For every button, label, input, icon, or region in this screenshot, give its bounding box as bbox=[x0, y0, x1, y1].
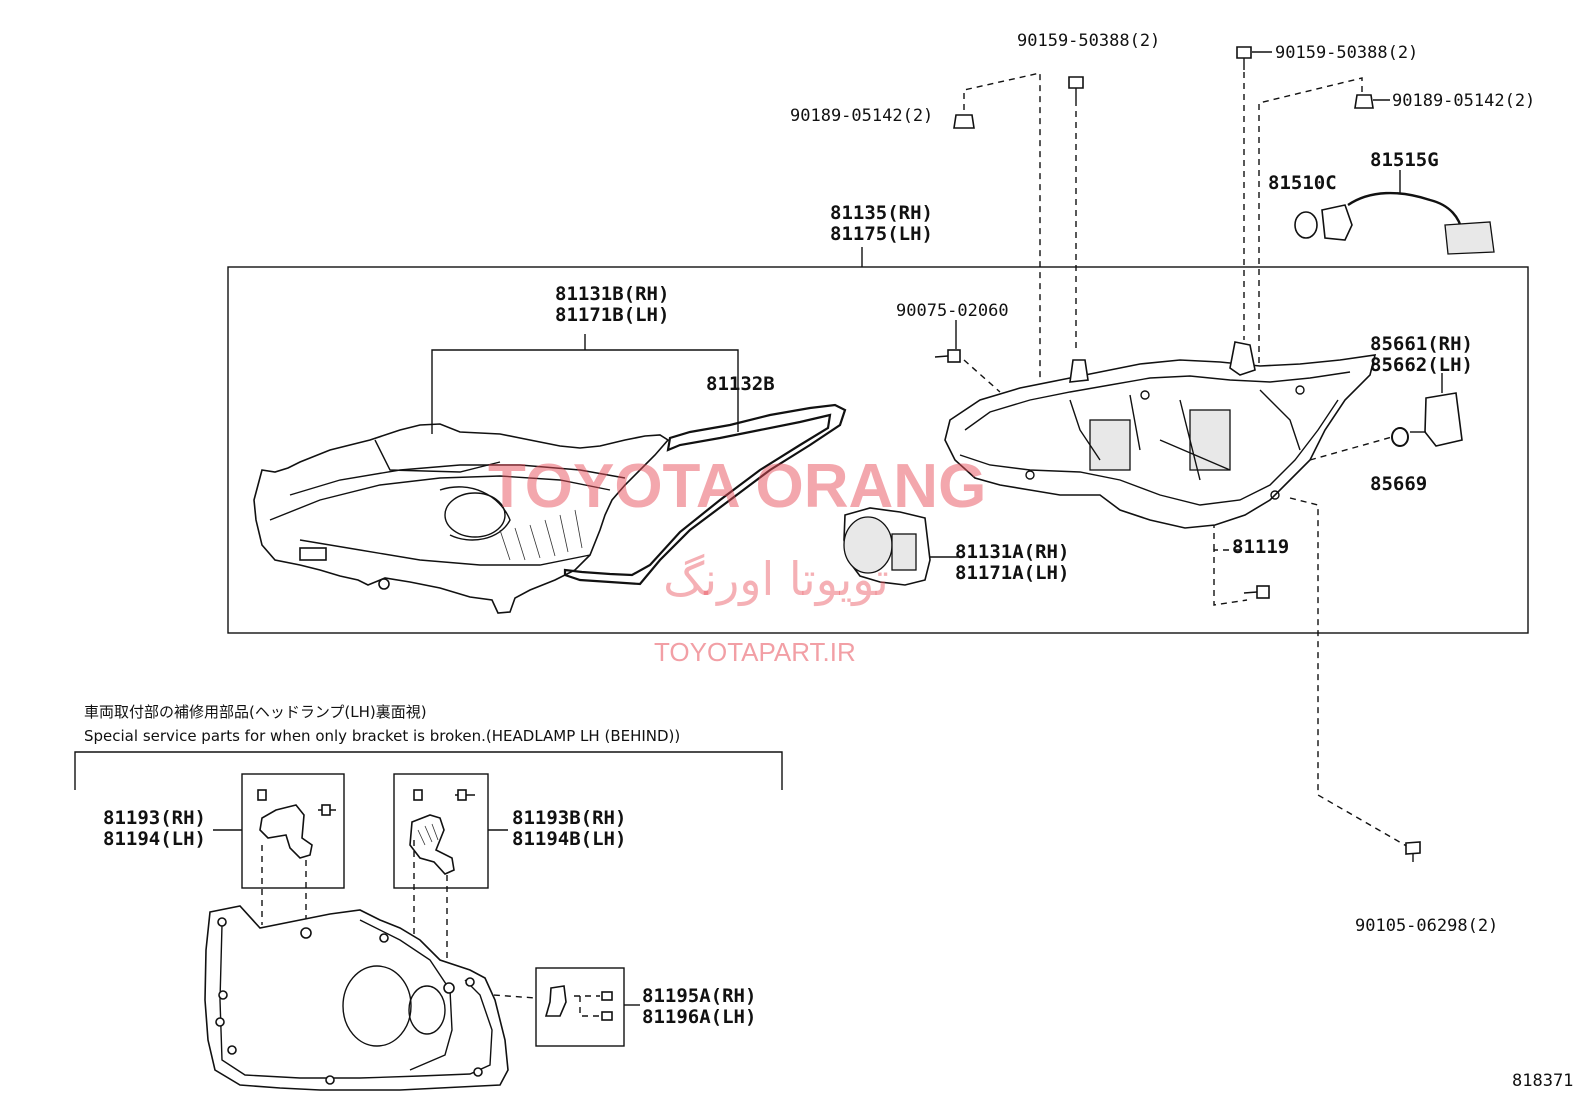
watermark-persian: تویوتا اورنگ bbox=[663, 552, 889, 607]
leader-85669 bbox=[1309, 436, 1393, 461]
label-81132b: 81132B bbox=[706, 373, 775, 395]
label-81195a-rh: 81195A(RH) bbox=[642, 985, 756, 1007]
bracket-81193b-drawing bbox=[409, 789, 475, 875]
box-81195a bbox=[535, 967, 625, 1047]
label-90075: 90075-02060 bbox=[896, 301, 1009, 321]
service-bracket-frame bbox=[74, 751, 783, 790]
label-81194b-lh: 81194B(LH) bbox=[512, 828, 626, 850]
watermark-main: TOYOTA ORANG bbox=[488, 452, 986, 521]
watermark-url: TOYOTAPART.IR bbox=[654, 637, 856, 667]
label-90159-top: 90159-50388(2) bbox=[1017, 31, 1160, 51]
bolt-90075-drawing bbox=[934, 349, 961, 363]
label-90159-right: 90159-50388(2) bbox=[1275, 43, 1418, 63]
bulb-81515g-drawing bbox=[1321, 191, 1495, 255]
box-81193 bbox=[241, 773, 345, 889]
o-ring-85669-drawing bbox=[1391, 427, 1409, 447]
box-81193b bbox=[393, 773, 489, 889]
projector-module-drawing bbox=[843, 507, 931, 586]
leader-81119 bbox=[1213, 549, 1248, 606]
diagram-id: 818371 bbox=[1512, 1071, 1573, 1091]
headlamp-lens-drawing bbox=[253, 423, 670, 614]
actuator-85661-drawing bbox=[1410, 392, 1463, 447]
screw-81119-drawing bbox=[1243, 585, 1270, 599]
label-81119: 81119 bbox=[1232, 536, 1289, 558]
assembly-frame bbox=[227, 266, 1529, 634]
label-81510c: 81510C bbox=[1268, 172, 1337, 194]
label-81175-lh: 81175(LH) bbox=[830, 223, 933, 245]
cap-81510c-drawing bbox=[1294, 211, 1318, 239]
bolt-90159-right-drawing bbox=[1236, 46, 1252, 70]
label-85669: 85669 bbox=[1370, 473, 1427, 495]
label-90189-right: 90189-05142(2) bbox=[1392, 91, 1535, 111]
bolt-90105-drawing bbox=[1405, 841, 1421, 862]
bracket-81193-drawing bbox=[257, 789, 336, 859]
label-81171a-lh: 81171A(LH) bbox=[955, 562, 1069, 584]
label-81131a-rh: 81131A(RH) bbox=[955, 541, 1069, 563]
label-90105: 90105-06298(2) bbox=[1355, 916, 1498, 936]
nut-90189-right-drawing bbox=[1354, 94, 1374, 109]
gasket-81132b-drawing bbox=[563, 403, 847, 586]
label-81193-rh: 81193(RH) bbox=[103, 807, 206, 829]
bracket-81195a-drawing bbox=[544, 985, 613, 1021]
leader-81131b bbox=[431, 349, 739, 434]
label-85662-lh: 85662(LH) bbox=[1370, 354, 1473, 376]
label-81193b-rh: 81193B(RH) bbox=[512, 807, 626, 829]
back-plate-drawing bbox=[204, 905, 509, 1091]
leader-90075-housing bbox=[963, 359, 1001, 393]
label-90189-left: 90189-05142(2) bbox=[790, 106, 933, 126]
label-85661-rh: 85661(RH) bbox=[1370, 333, 1473, 355]
label-81196a-lh: 81196A(LH) bbox=[642, 1006, 756, 1028]
label-81171b-lh: 81171B(LH) bbox=[555, 304, 669, 326]
leader-90105 bbox=[1289, 497, 1411, 849]
headlamp-housing-drawing bbox=[944, 341, 1377, 529]
leader-90189-right-down bbox=[1258, 77, 1363, 365]
bolt-90159-top-drawing bbox=[1068, 76, 1084, 100]
note-en: Special service parts for when only brac… bbox=[84, 727, 680, 745]
leader-90189-left bbox=[963, 72, 1041, 380]
nut-90189-left-drawing bbox=[953, 114, 975, 129]
label-81194-lh: 81194(LH) bbox=[103, 828, 206, 850]
note-jp: 車両取付部の補修用部品(ヘッドランプ(LH)裏面視) bbox=[84, 703, 427, 721]
label-81135-rh: 81135(RH) bbox=[830, 202, 933, 224]
label-81515g: 81515G bbox=[1370, 149, 1439, 171]
label-81131b-rh: 81131B(RH) bbox=[555, 283, 669, 305]
